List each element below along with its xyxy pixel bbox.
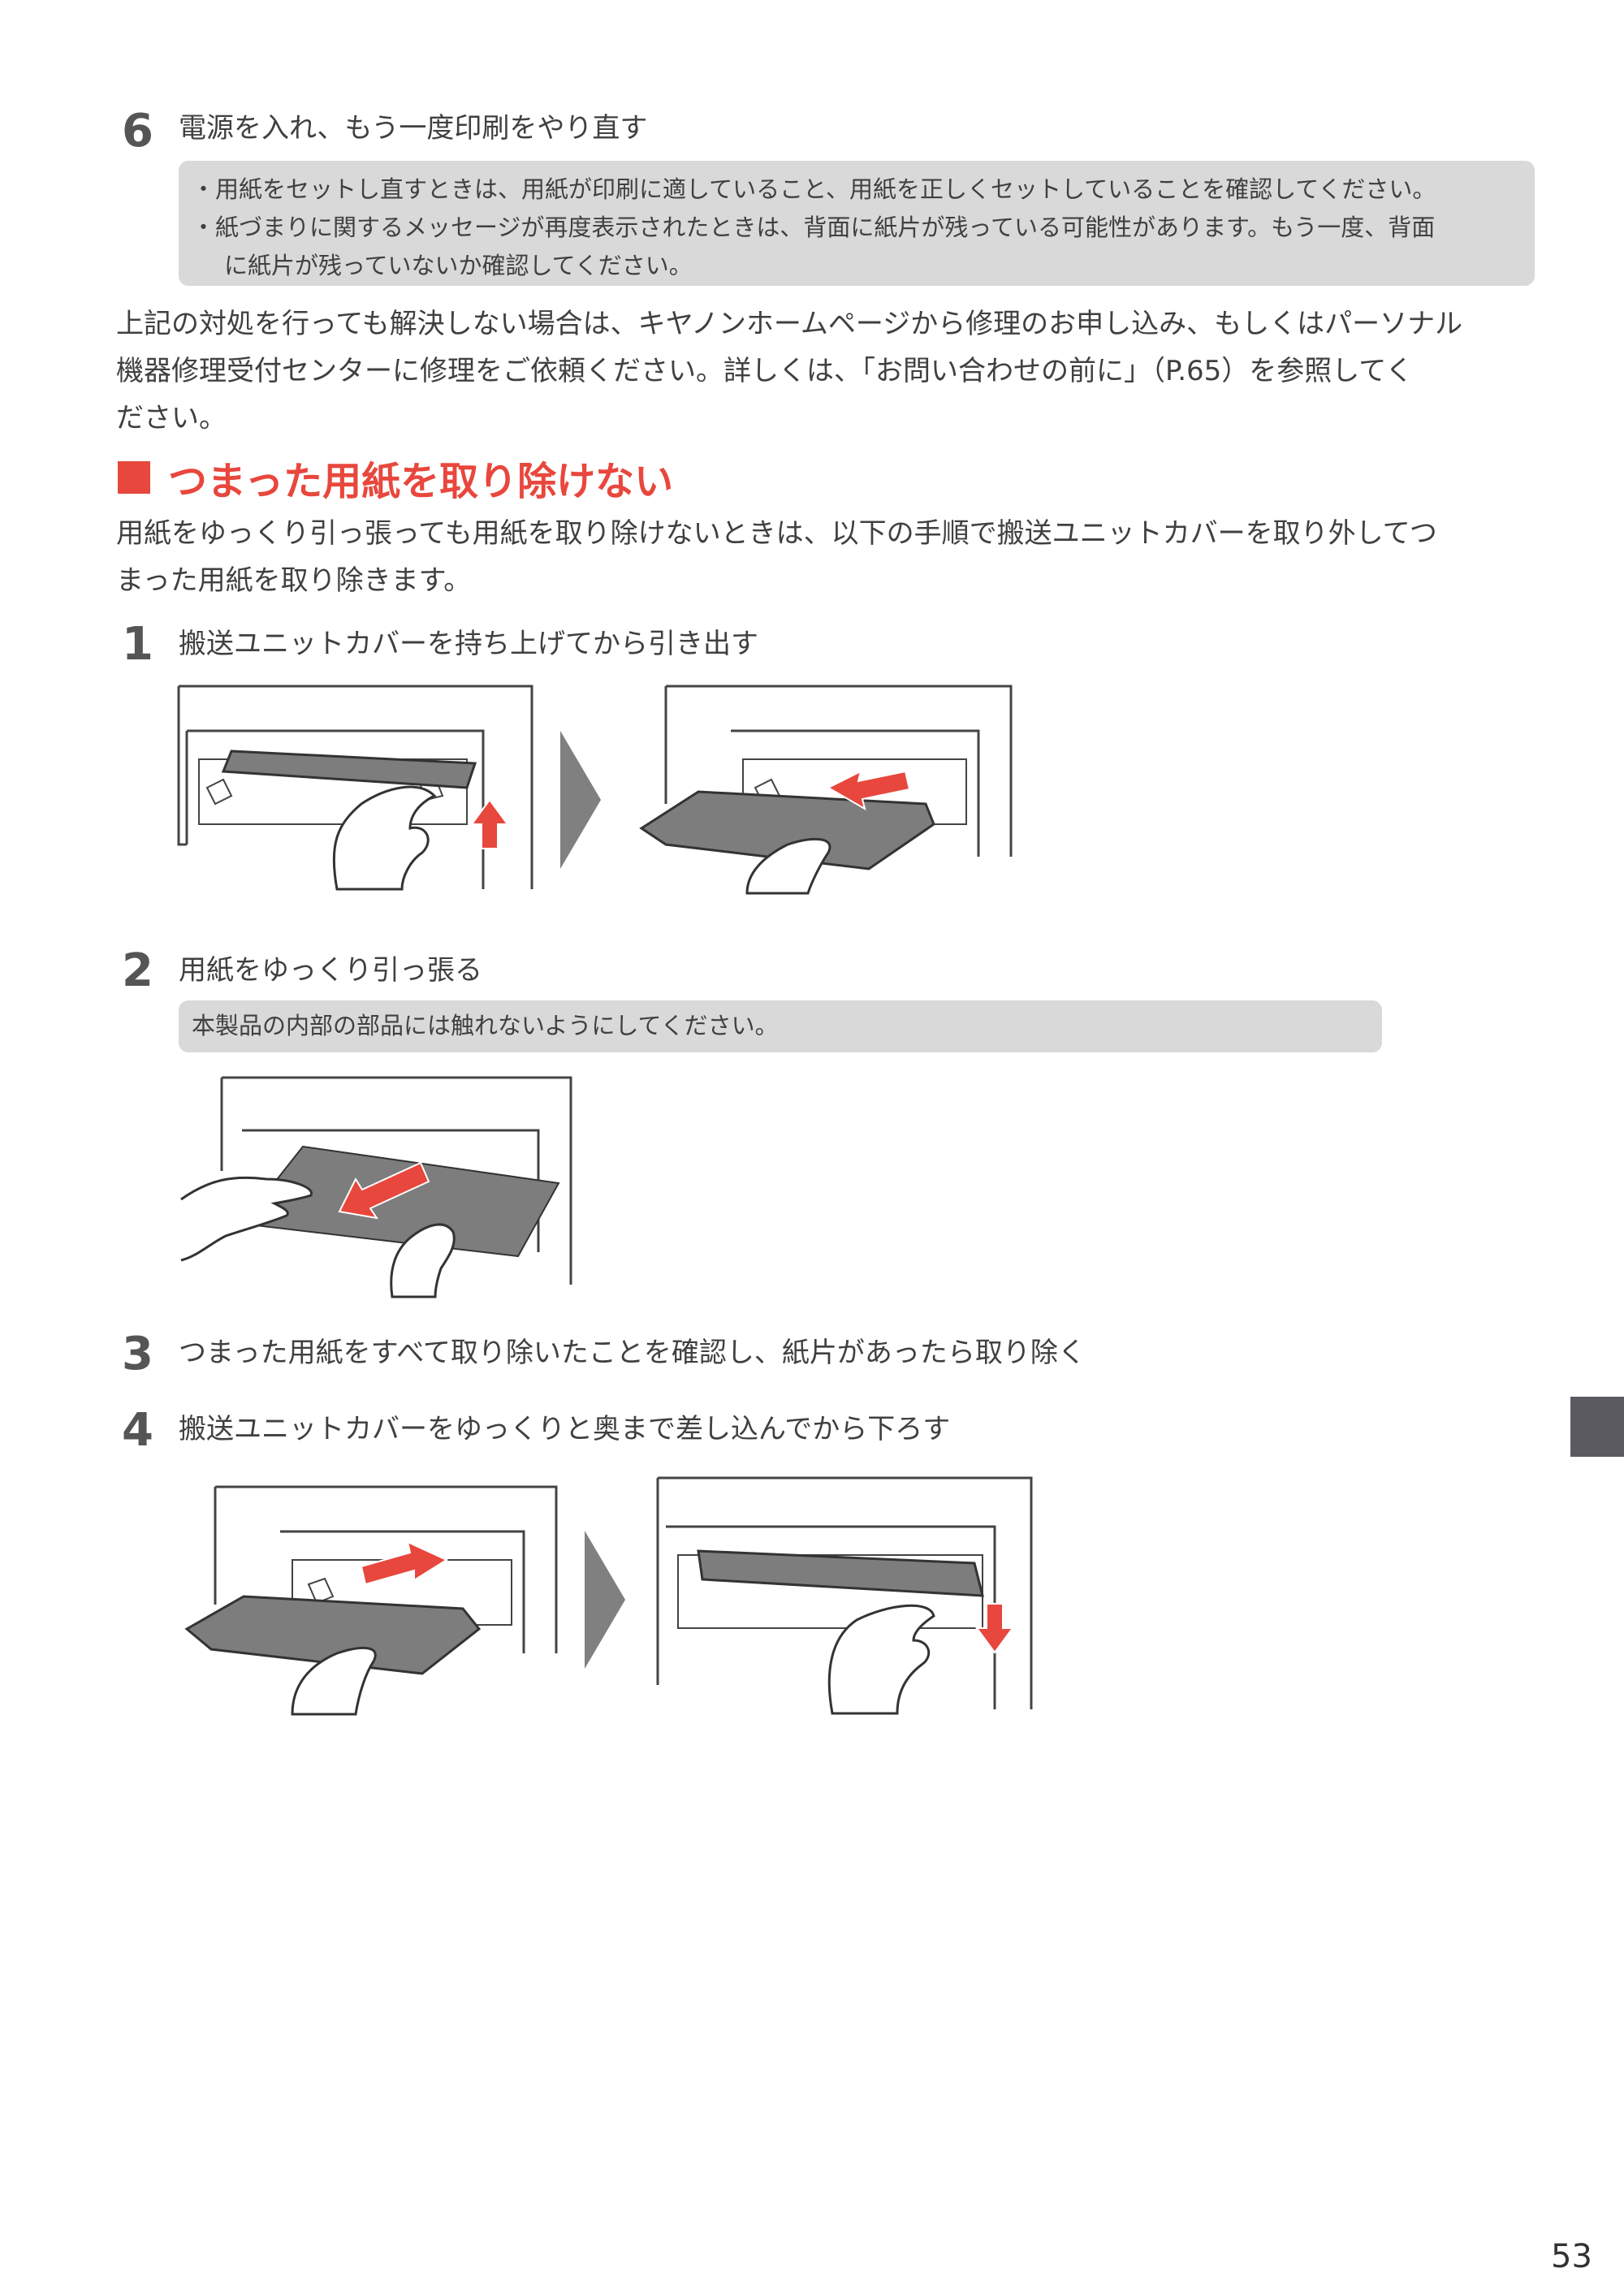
section-square-icon	[118, 461, 150, 494]
step-text: 用紙をゆっくり引っ張る	[179, 954, 482, 987]
page-number: 53	[1551, 2238, 1592, 2275]
cover-shape	[221, 750, 477, 789]
illustration-pull-cover	[639, 685, 1013, 895]
note-line: に紙片が残っていないか確認してください。	[224, 252, 693, 279]
note-line: 本製品の内部の部品には触れないようにしてください。	[192, 1012, 779, 1039]
cover-shape	[184, 1595, 482, 1675]
arrow-left-icon	[338, 1161, 430, 1220]
step-number: 3	[122, 1328, 153, 1380]
illustration-pull-paper	[180, 1076, 572, 1298]
section-intro: 用紙をゆっくり引っ張っても用紙を取り除けないときは、以下の手順で搬送ユニットカバ…	[116, 510, 1437, 604]
section-title: つまった用紙を取り除けない	[168, 459, 674, 504]
illustration-insert-cover	[184, 1485, 558, 1716]
paragraph-line: まった用紙を取り除きます。	[116, 564, 472, 597]
step-text: 電源を入れ、もう一度印刷をやり直す	[179, 112, 648, 145]
paragraph-line: 用紙をゆっくり引っ張っても用紙を取り除けないときは、以下の手順で搬送ユニットカバ…	[116, 517, 1437, 550]
arrow-up-icon	[470, 798, 509, 849]
step-number: 2	[122, 944, 153, 997]
step-number: 1	[122, 618, 153, 671]
paragraph-line: ださい。	[116, 402, 227, 434]
illustration-lower-cover	[656, 1476, 1033, 1715]
arrow-left-icon	[826, 770, 911, 811]
arrow-down-icon	[975, 1603, 1014, 1654]
note-box: ・用紙をセットし直すときは、用紙が印刷に適していること、用紙を正しくセットしてい…	[179, 161, 1535, 286]
step-number: 4	[122, 1404, 153, 1457]
note-line: ・用紙をセットし直すときは、用紙が印刷に適していること、用紙を正しくセットしてい…	[192, 175, 1436, 203]
illustration-lift-cover	[177, 685, 533, 891]
chevron-right-icon	[585, 1531, 625, 1669]
step-text: 搬送ユニットカバーをゆっくりと奥まで差し込んでから下ろす	[179, 1413, 951, 1445]
chevron-right-icon	[560, 731, 601, 869]
note-line: ・紙づまりに関するメッセージが再度表示されたときは、背面に紙片が残っている可能性…	[192, 214, 1436, 241]
cover-shape	[639, 790, 935, 871]
paragraph: 上記の対処を行っても解決しない場合は、キヤノンホームページから修理のお申し込み、…	[116, 300, 1462, 442]
paragraph-line: 上記の対処を行っても解決しない場合は、キヤノンホームページから修理のお申し込み、…	[116, 308, 1463, 340]
cover-shape	[697, 1549, 984, 1597]
note-box: 本製品の内部の部品には触れないようにしてください。	[179, 1000, 1382, 1052]
chapter-tab	[1570, 1397, 1624, 1457]
step-text: つまった用紙をすべて取り除いたことを確認し、紙片があったら取り除く	[179, 1337, 1086, 1369]
section-heading: つまった用紙を取り除けない	[118, 451, 674, 504]
arrow-right-icon	[360, 1540, 449, 1586]
step-number: 6	[122, 105, 153, 158]
paragraph-line: 機器修理受付センターに修理をご依頼ください。詳しくは、「お問い合わせの前に」（P…	[116, 355, 1414, 387]
step-text: 搬送ユニットカバーを持ち上げてから引き出す	[179, 628, 758, 660]
